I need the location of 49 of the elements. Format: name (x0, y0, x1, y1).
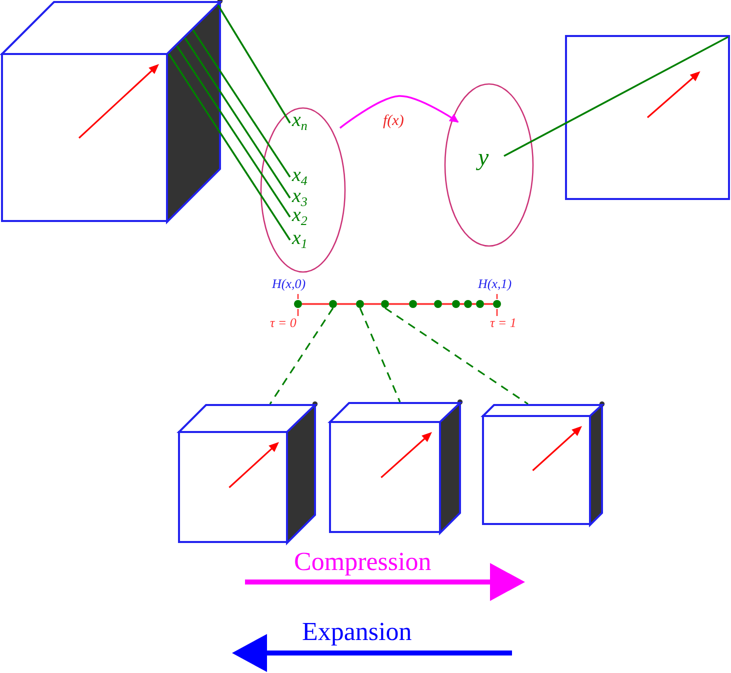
parameter-label: τ = 1 (490, 315, 516, 331)
connector-line (472, 303, 476, 305)
connector-line (184, 38, 291, 198)
connector-line (364, 303, 381, 305)
cube-drawing (1, 1, 220, 222)
point-dot (356, 300, 364, 308)
math-variable: x$_{3}$ (292, 186, 322, 206)
math-variable: x$_{2}$ (292, 205, 322, 225)
point-dot (294, 300, 302, 308)
square-frame (565, 35, 730, 200)
dashed-connector (359, 308, 401, 402)
math-variable: x$_{n}$ (292, 110, 326, 132)
connector-line (504, 36, 728, 157)
connector-line (442, 303, 452, 305)
arrow (339, 95, 459, 129)
connector-line (192, 30, 291, 178)
process-label: Compression (294, 547, 432, 577)
set-ellipse (260, 107, 346, 273)
dashed-connector (269, 308, 334, 404)
math-variable: y (478, 146, 496, 170)
parameter-label: τ = 0 (270, 315, 296, 331)
connector-line (176, 46, 291, 218)
set-ellipse (444, 83, 534, 247)
connector-line (389, 303, 409, 305)
connector-line (168, 54, 291, 240)
connector-line (337, 303, 356, 305)
point-dot (476, 300, 484, 308)
point-dot (493, 300, 501, 308)
point-dot (329, 300, 337, 308)
endpoint-label: H(x,0) (272, 276, 306, 292)
math-variable: x$_{4}$ (292, 165, 322, 185)
cube-drawing (178, 404, 315, 543)
connector-line (417, 303, 434, 305)
dashed-connector (384, 307, 528, 405)
cube-drawing (482, 404, 602, 525)
connector-line (484, 303, 493, 305)
point-dot (464, 300, 472, 308)
point-dot (381, 300, 389, 308)
connector-line (217, 4, 291, 124)
cube-drawing (329, 402, 460, 533)
connector-line (460, 303, 464, 305)
connector-line (302, 303, 329, 305)
point-dot (409, 300, 417, 308)
process-label: Expansion (302, 617, 412, 647)
point-dot (452, 300, 460, 308)
edge-label: f(x) (382, 113, 405, 130)
math-variable: x$_{1}$ (292, 228, 322, 248)
endpoint-label: H(x,1) (478, 276, 512, 292)
point-dot (434, 300, 442, 308)
